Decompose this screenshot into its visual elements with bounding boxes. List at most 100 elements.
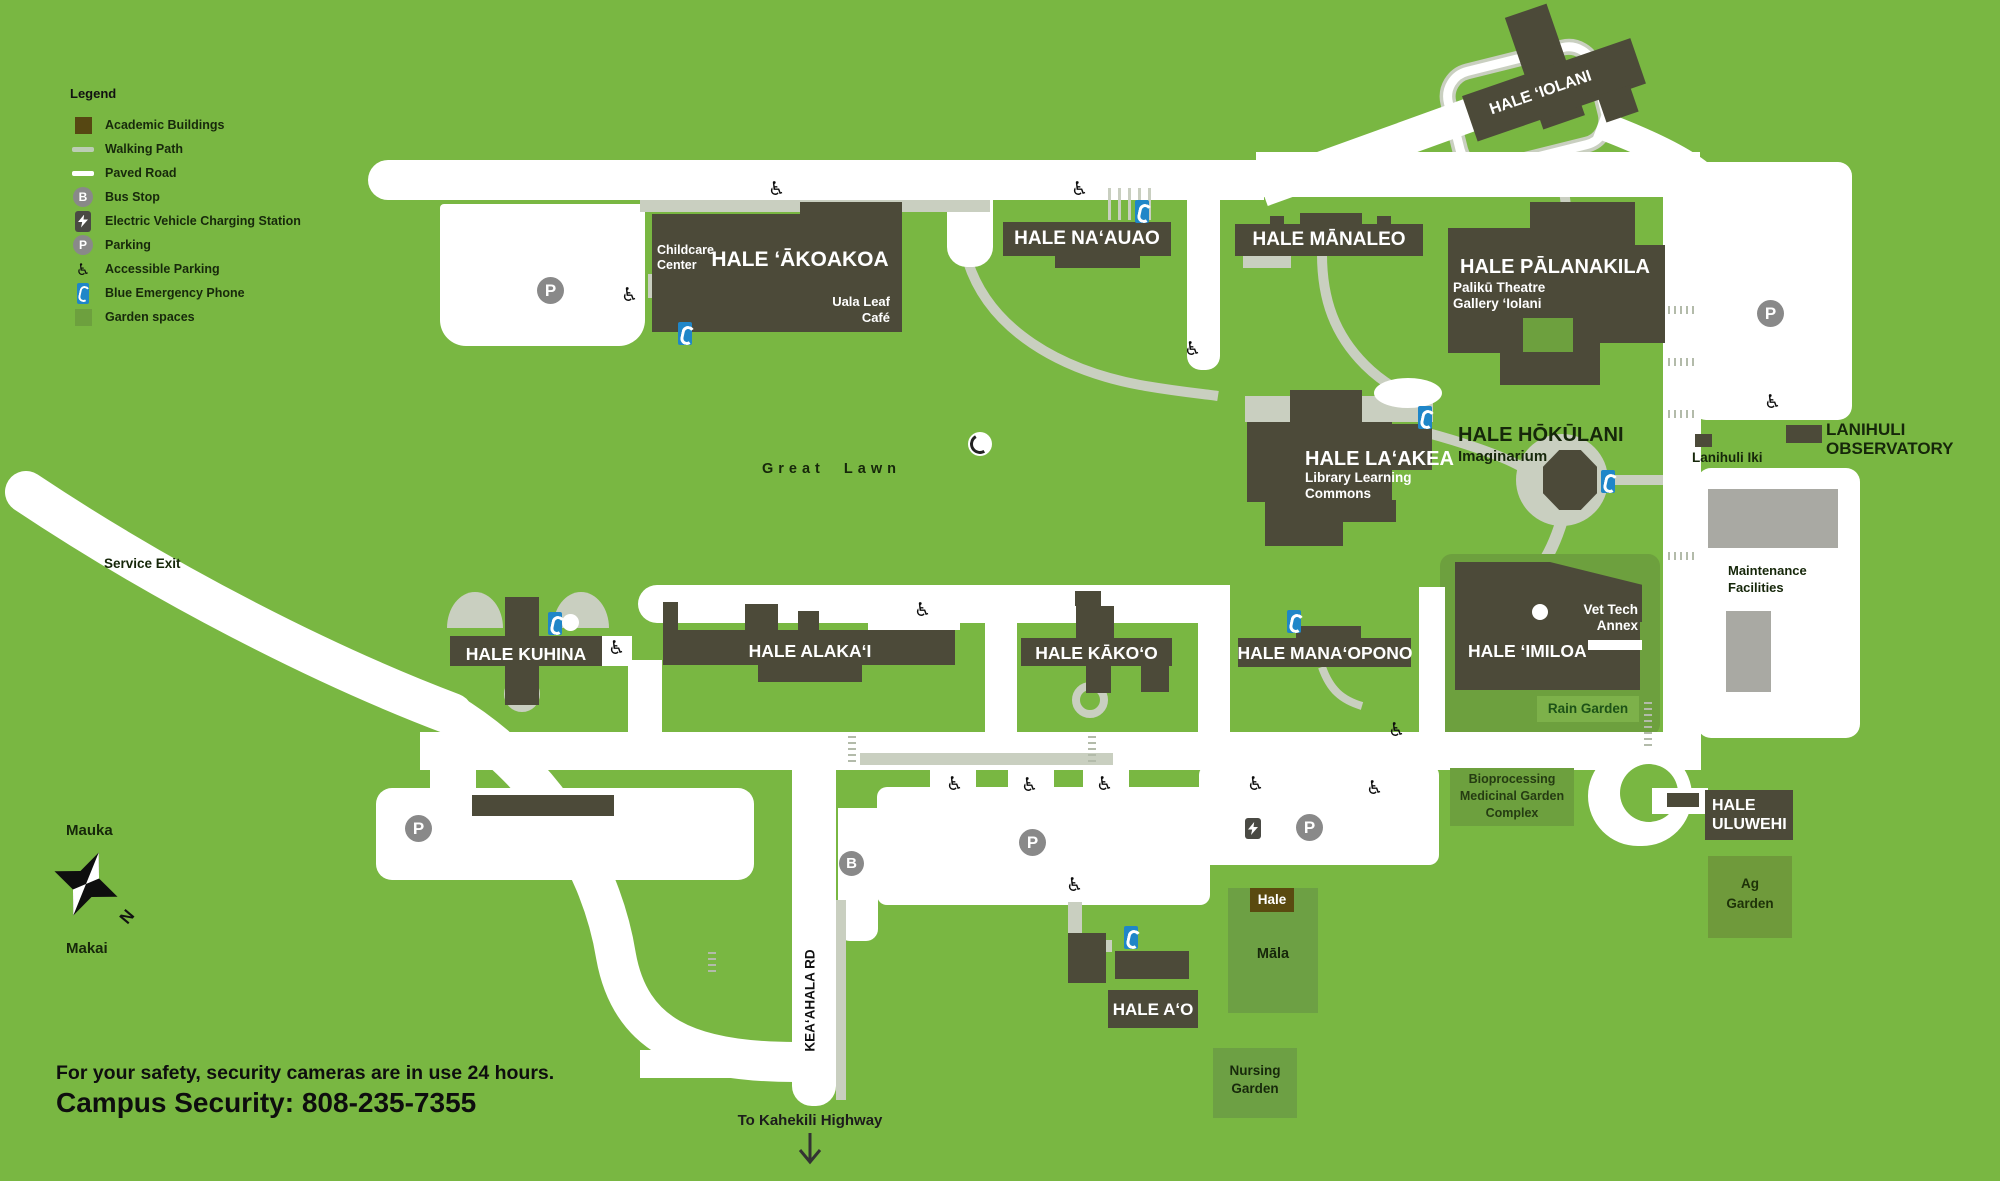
maintenance-building <box>1708 489 1838 548</box>
emergency-phone-icon <box>1601 470 1619 495</box>
crosswalk <box>1088 736 1096 766</box>
parking-lot-center <box>877 787 1240 855</box>
emergency-phone-icon <box>70 282 96 304</box>
accessible-icon: ♿ <box>1096 773 1114 795</box>
uluwehi-label: HALE ULUWEHI <box>1712 796 1787 834</box>
sundial-icon <box>967 431 993 457</box>
building-alakai-bump <box>663 602 678 630</box>
manaleo-label: HALE MĀNALEO <box>1252 229 1406 250</box>
vettech-line2: Annex <box>1596 618 1638 633</box>
accessible-icon: ♿ <box>621 284 639 306</box>
uluwehi-line2: ULUWEHI <box>1712 816 1787 833</box>
building-laakea <box>1390 424 1432 470</box>
parking-icon: P <box>537 277 564 304</box>
emergency-phone-icon <box>1135 200 1153 225</box>
security-line2: Campus Security: 808-235-7355 <box>56 1087 477 1118</box>
legend-label: Academic Buildings <box>105 118 225 132</box>
legend: Legend Academic Buildings Walking Path P… <box>70 86 370 329</box>
keaahala-rd-label: KEAʻAHALA RD <box>802 949 818 1052</box>
academic-swatch-icon <box>70 116 96 134</box>
walking-path-swatch-icon <box>70 146 96 152</box>
legend-label: Paved Road <box>105 166 177 180</box>
building-manaleo <box>1235 224 1423 256</box>
bioprocessing-line1: Bioprocessing <box>1468 772 1556 786</box>
walking-path <box>963 260 1219 401</box>
accessible-icon: ♿ <box>75 259 91 279</box>
legend-label: Garden spaces <box>105 310 195 324</box>
parking-tab <box>1008 767 1054 789</box>
parking-icon: P <box>405 815 432 842</box>
road-v4 <box>1419 587 1445 735</box>
ag-garden <box>1708 856 1792 938</box>
ag-line2: Garden <box>1726 896 1774 911</box>
building-lanihuli-iki <box>1695 434 1712 447</box>
vettech-label: Vet Tech Annex <box>1560 602 1638 634</box>
nursing-line1: Nursing <box>1229 1063 1281 1078</box>
great-lawn-label: Great Lawn <box>762 461 901 477</box>
hale-mala-building <box>1250 888 1294 912</box>
building-manaopono <box>1238 638 1411 667</box>
legend-title: Legend <box>70 86 117 101</box>
accessible-icon: ♿ <box>608 637 626 659</box>
emergency-phone-icon <box>1418 406 1436 431</box>
bus-stop-icon: B <box>839 851 864 876</box>
road-keaahala-join <box>640 1050 795 1078</box>
building-manaopono-bump <box>1296 626 1361 638</box>
maintenance-line1: Maintenance <box>1728 563 1807 578</box>
building-manaleo-bump <box>1270 216 1284 224</box>
parking-lot-ne <box>1692 162 1852 420</box>
nursing-line2: Garden <box>1231 1081 1279 1096</box>
palanakila-courtyard <box>1523 318 1573 352</box>
parking-lot-center-lower <box>877 855 1210 905</box>
building-ao-small <box>1068 933 1106 983</box>
alakai-label: HALE ALAKAʻI <box>748 641 872 661</box>
mala-label: Māla <box>1256 946 1290 962</box>
ao-label: HALE AʻO <box>1112 1000 1194 1019</box>
maintenance-label: Maintenance Facilities <box>1728 562 1807 596</box>
hale-mala-label: Hale <box>1257 892 1287 907</box>
imiloa-notch <box>1588 640 1642 650</box>
compass-rose <box>54 852 118 916</box>
parking-lot-nw <box>440 204 645 346</box>
parking-edge-path <box>860 753 1113 765</box>
road-v2 <box>985 622 1017 736</box>
accessible-icon: ♿ <box>914 599 932 621</box>
maintenance-line2: Facilities <box>1728 580 1784 595</box>
emergency-phone-icon <box>1287 610 1305 635</box>
accessible-icon: ♿ <box>1764 391 1782 413</box>
crosswalk <box>708 952 716 976</box>
naauao-label: HALE NAʻAUAO <box>1014 228 1160 249</box>
road-v3 <box>1198 585 1230 735</box>
manaleo-annex <box>1243 254 1291 268</box>
emergency-phone-icon <box>548 612 566 637</box>
building-kakoo <box>1141 666 1169 692</box>
laakea-sub2: Commons <box>1305 486 1372 501</box>
maintenance-building-2 <box>1726 611 1771 692</box>
emergency-phone-icon <box>678 322 696 347</box>
kahekili-arrow-icon <box>798 1133 822 1165</box>
rain-garden <box>1537 696 1639 722</box>
nursing-garden <box>1213 1048 1297 1118</box>
building-laakea <box>1290 390 1362 424</box>
hokulani-label: HALE HŌKŪLANI <box>1458 424 1624 446</box>
akoakoa-label: HALE ʻĀKOAKOA <box>711 248 889 271</box>
legend-label: Accessible Parking <box>105 262 220 276</box>
legend-item-ev: Electric Vehicle Charging Station <box>70 209 370 233</box>
building-imiloa <box>1455 562 1550 690</box>
building-observatory <box>1786 425 1822 443</box>
building-naauao-wing <box>1055 256 1140 268</box>
legend-label: Electric Vehicle Charging Station <box>105 214 301 228</box>
uluwehi-line1: HALE <box>1712 797 1756 814</box>
building-alakai <box>663 630 955 665</box>
parking-lot-se <box>1199 765 1439 865</box>
parking-tab <box>930 767 976 789</box>
paliku-theatre-label: Palikū Theatre <box>1453 280 1546 295</box>
building-laakea <box>1265 500 1343 546</box>
laakea-oval-plaza <box>1374 378 1442 408</box>
childcare-line2: Center <box>657 258 697 272</box>
building-laakea <box>1340 500 1396 522</box>
building-manaleo-bump <box>1300 213 1362 224</box>
road-akoakoa-access <box>947 162 993 267</box>
gallery-iolani-label: Gallery ʻIolani <box>1453 296 1542 311</box>
kuhina-circle <box>562 614 579 631</box>
